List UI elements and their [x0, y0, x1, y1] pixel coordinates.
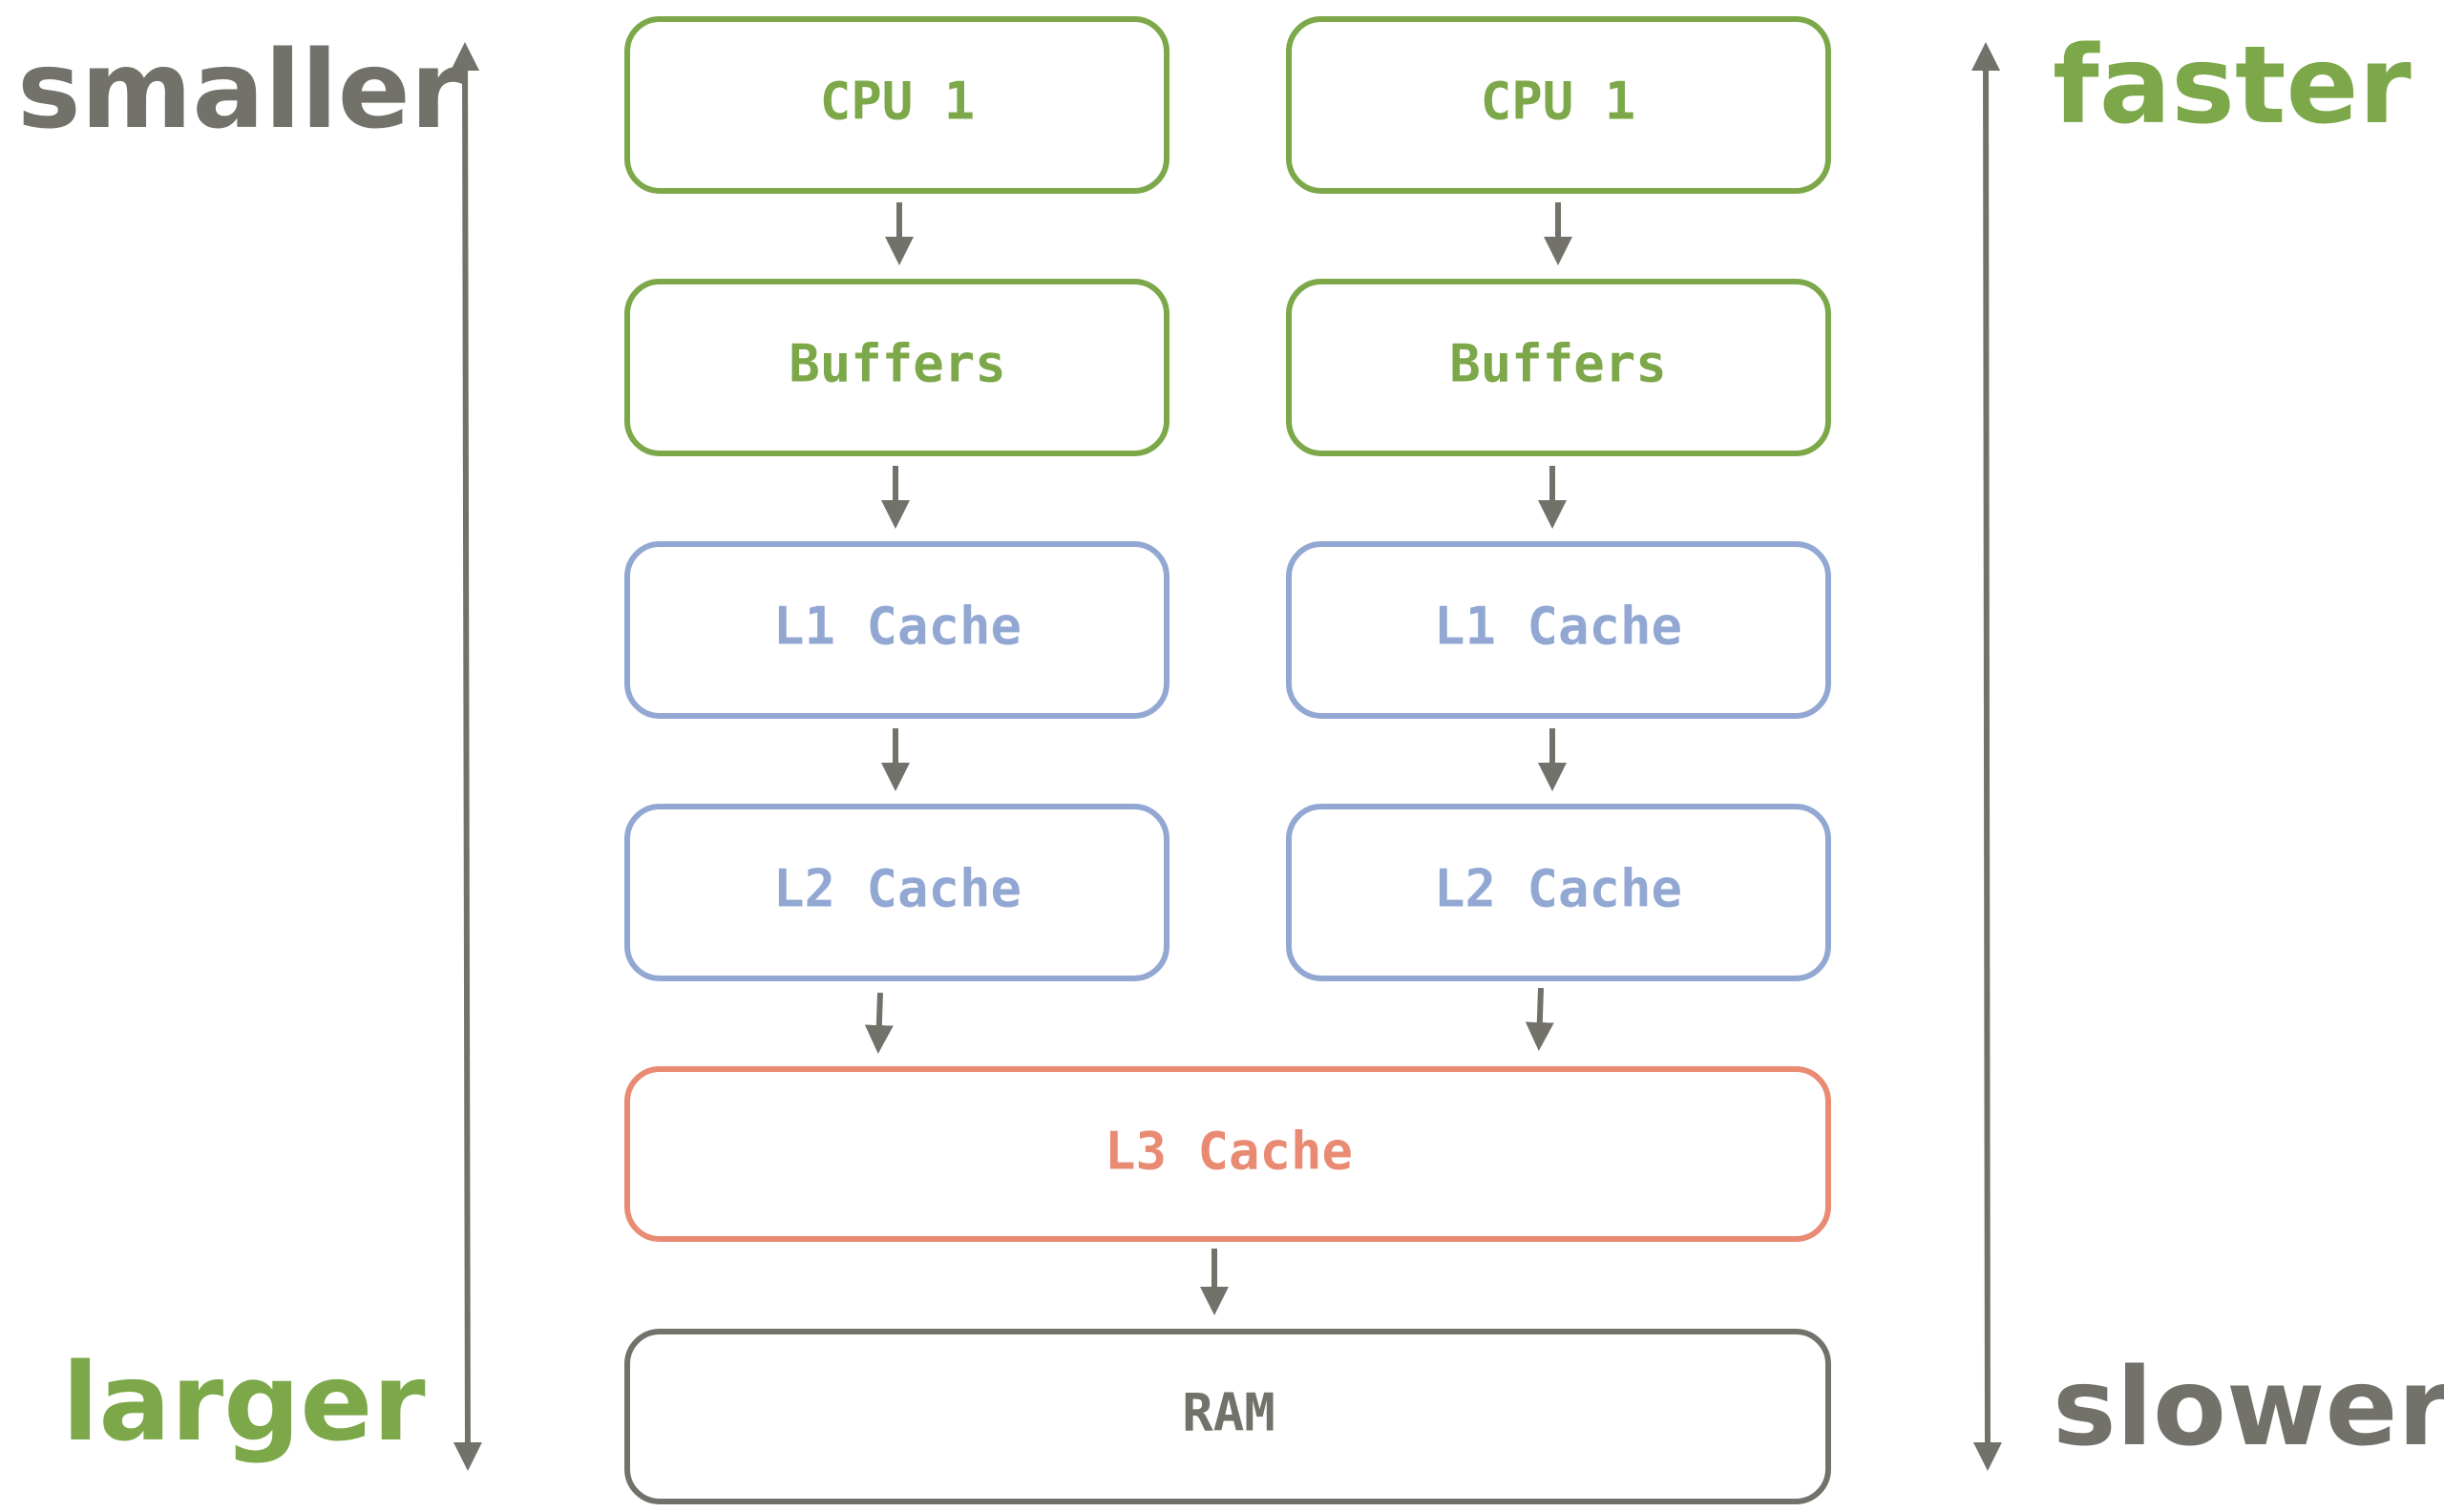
cpu-label: CPU 1	[820, 72, 976, 132]
core-column-2: CPU 1 Buffers L1 Cache L2 Cache	[1286, 16, 1831, 1051]
cpu-box	[1286, 16, 1831, 194]
arrow-l2-to-l3	[864, 992, 894, 1054]
buffers-box	[624, 279, 1169, 456]
l1-cache-box	[1286, 541, 1831, 719]
l2-cache-label: L2 Cache	[1434, 859, 1682, 919]
ram-box	[624, 1329, 1831, 1504]
l2-cache-label: L2 Cache	[773, 859, 1022, 919]
l1-cache-label: L1 Cache	[1434, 597, 1682, 657]
larger-label: larger	[62, 1341, 426, 1465]
core-column-1: CPU 1 Buffers L1 Cache L2 Cache	[624, 16, 1169, 1054]
l2-cache-box	[624, 804, 1169, 981]
slower-label: slower	[2053, 1346, 2444, 1470]
l1-cache-label: L1 Cache	[773, 597, 1022, 657]
buffers-box	[1286, 279, 1831, 456]
l3-cache-box	[624, 1066, 1831, 1242]
speed-scale-arrow	[1971, 42, 2002, 1471]
size-scale-arrow	[451, 42, 482, 1471]
smaller-label: smaller	[17, 29, 463, 153]
buffers-label: Buffers	[789, 334, 1006, 394]
cpu-box	[624, 16, 1169, 194]
l1-cache-box	[624, 541, 1169, 719]
faster-label: faster	[2053, 24, 2412, 148]
arrow-l2-to-l3	[1525, 987, 1554, 1051]
l2-cache-box	[1286, 804, 1831, 981]
buffers-label: Buffers	[1449, 334, 1667, 394]
cpu-label: CPU 1	[1481, 72, 1636, 132]
ram-label: RAM	[1182, 1383, 1275, 1443]
l3-cache-label: L3 Cache	[1105, 1122, 1353, 1182]
